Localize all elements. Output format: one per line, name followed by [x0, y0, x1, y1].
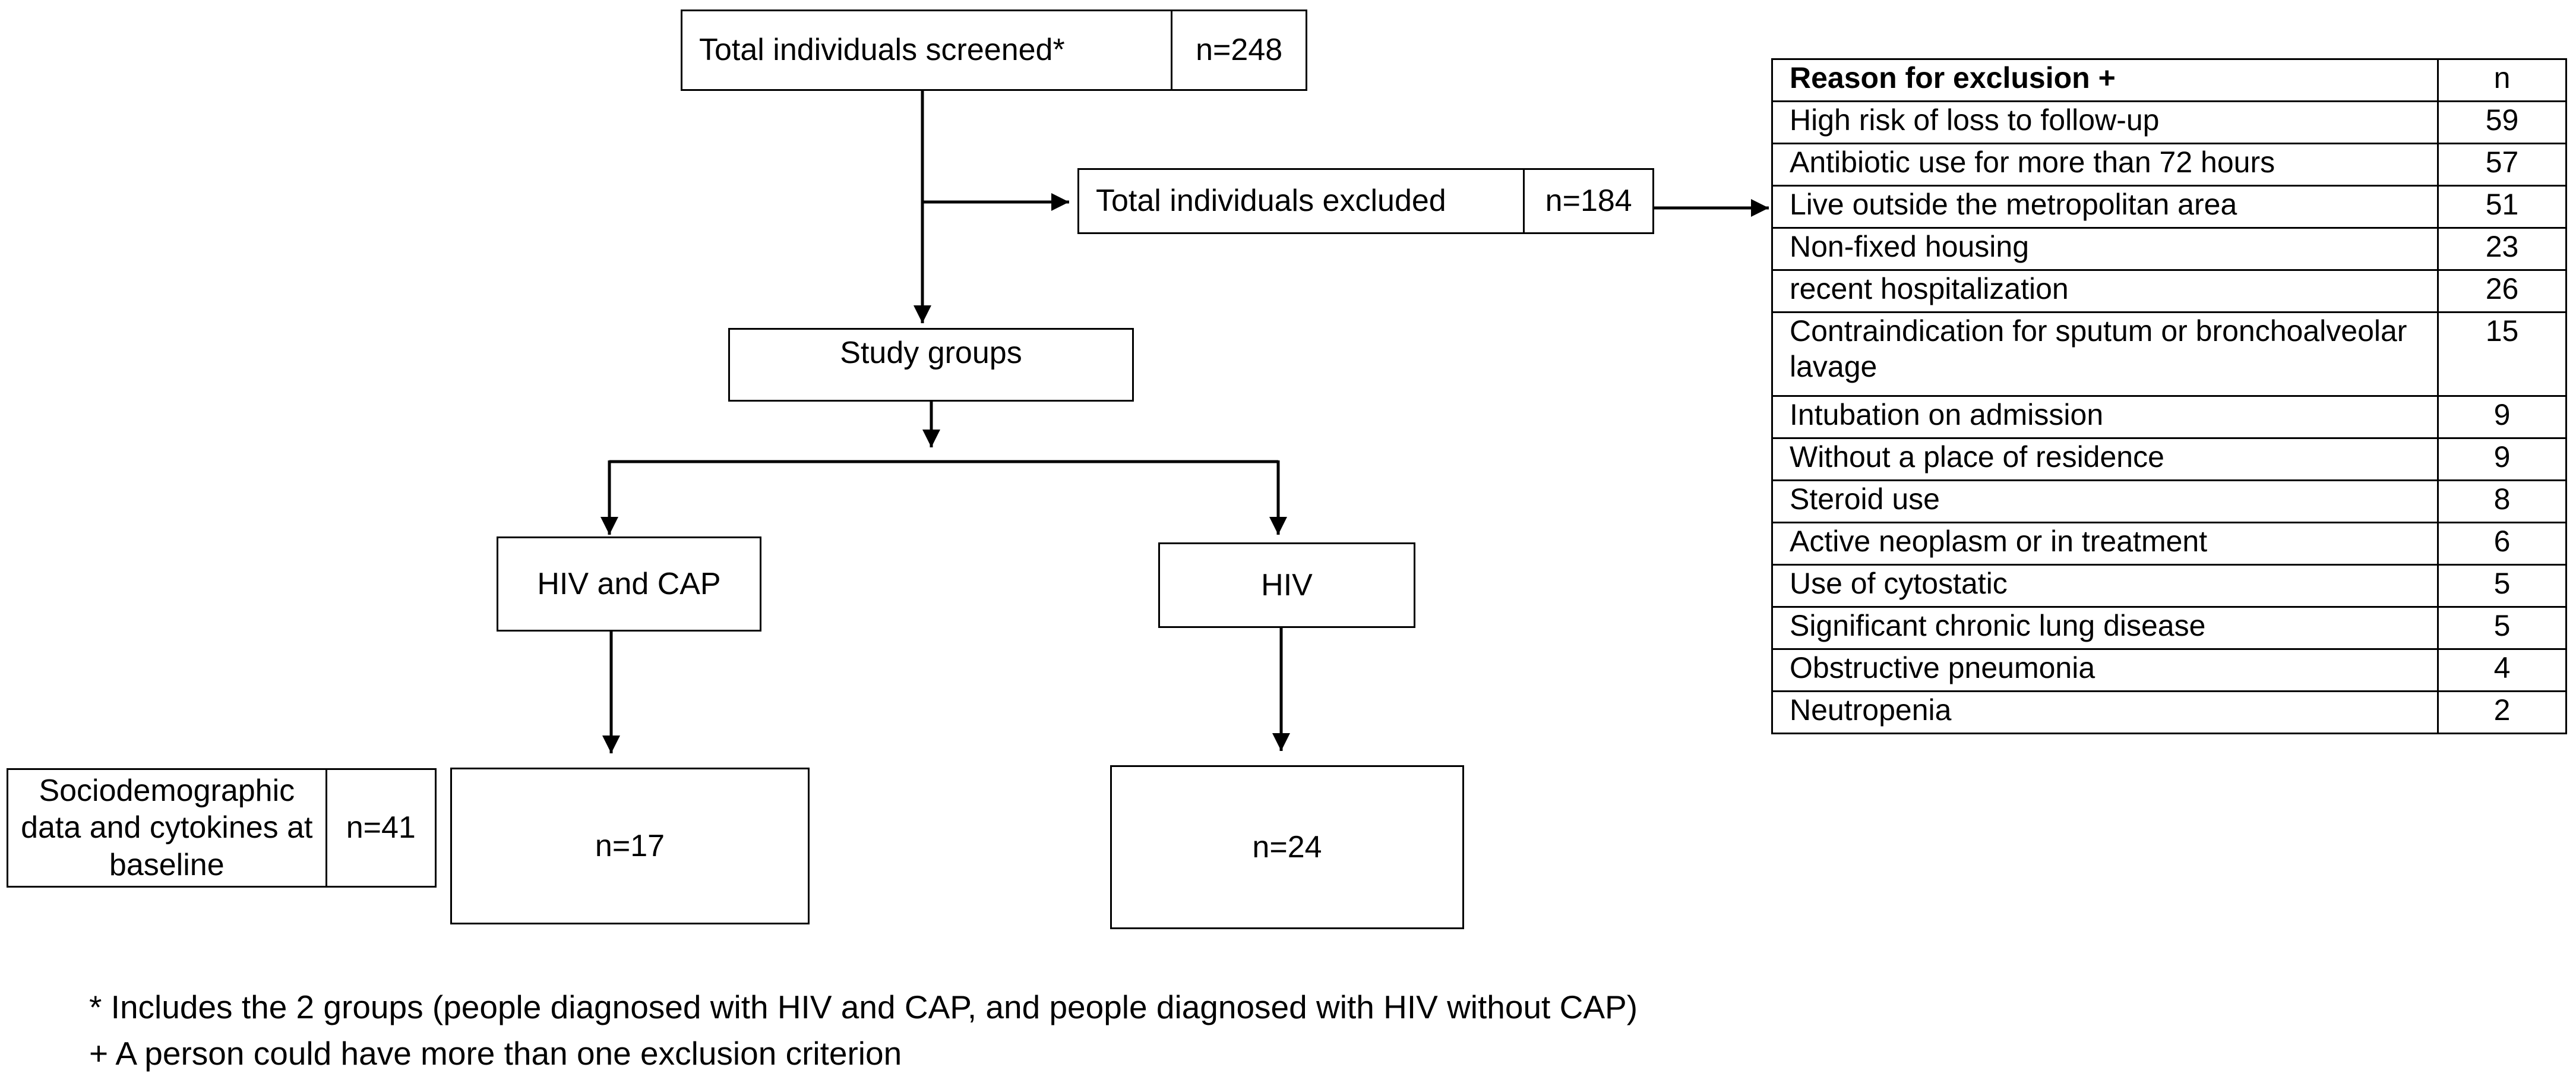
excluded-box: Total individuals excluded n=184: [1077, 168, 1654, 234]
excluded-label: Total individuals excluded: [1096, 184, 1446, 219]
screened-count: n=248: [1171, 11, 1306, 89]
exclusion-count: 9: [2437, 395, 2567, 439]
footnote-plus: + A person could have more than one excl…: [89, 1035, 902, 1072]
count-box-hiv-and-cap: n=17: [450, 768, 810, 924]
count-box-hiv: n=24: [1110, 765, 1464, 929]
exclusion-count: 59: [2437, 100, 2567, 144]
exclusion-count: 51: [2437, 185, 2567, 229]
study-groups-label: Study groups: [840, 336, 1022, 370]
excluded-count: n=184: [1523, 170, 1652, 232]
exclusion-count: 23: [2437, 227, 2567, 271]
exclusion-count: 5: [2437, 564, 2567, 608]
count-hiv: n=24: [1252, 829, 1322, 864]
exclusion-reason: Obstructive pneumonia: [1771, 648, 2439, 692]
exclusion-reason: Active neoplasm or in treatment: [1771, 522, 2439, 566]
footnote-asterisk: * Includes the 2 groups (people diagnose…: [89, 989, 1638, 1025]
exclusion-reason: High risk of loss to follow-up: [1771, 100, 2439, 144]
exclusion-reason: Significant chronic lung disease: [1771, 606, 2439, 650]
exclusion-count: 9: [2437, 437, 2567, 481]
exclusion-reason: Non-fixed housing: [1771, 227, 2439, 271]
table-row: Contraindication for sputum or bronchoal…: [1771, 311, 2567, 397]
baseline-label: Sociodemographic data and cytokines at b…: [21, 773, 313, 882]
exclusion-count: 5: [2437, 606, 2567, 650]
exclusion-reason: Contraindication for sputum or bronchoal…: [1771, 311, 2439, 397]
screened-label: Total individuals screened*: [699, 33, 1065, 68]
exclusion-count: 2: [2437, 690, 2567, 734]
group-box-hiv-and-cap: HIV and CAP: [497, 536, 761, 632]
exclusion-count: 26: [2437, 269, 2567, 313]
exclusion-reason: Without a place of residence: [1771, 437, 2439, 481]
exclusion-count: 4: [2437, 648, 2567, 692]
table-header-n: n: [2437, 58, 2567, 102]
table-header-reason: Reason for exclusion +: [1771, 58, 2439, 102]
exclusion-count: 15: [2437, 311, 2567, 397]
group-label-hiv: HIV: [1261, 567, 1313, 602]
baseline-box: Sociodemographic data and cytokines at b…: [7, 768, 437, 888]
group-box-hiv: HIV: [1158, 542, 1415, 628]
exclusion-reason: Live outside the metropolitan area: [1771, 185, 2439, 229]
exclusion-count: 8: [2437, 479, 2567, 523]
exclusion-reason: Intubation on admission: [1771, 395, 2439, 439]
exclusion-reason: recent hospitalization: [1771, 269, 2439, 313]
table-header-row: Reason for exclusion + n: [1771, 58, 2567, 102]
exclusion-count: 57: [2437, 143, 2567, 187]
exclusion-reasons-table: Reason for exclusion + n High risk of lo…: [1771, 58, 2567, 734]
group-label-hiv-and-cap: HIV and CAP: [537, 566, 721, 601]
screened-box: Total individuals screened* n=248: [681, 10, 1307, 91]
exclusion-count: 6: [2437, 522, 2567, 566]
baseline-count: n=41: [325, 770, 435, 886]
exclusion-reason: Neutropenia: [1771, 690, 2439, 734]
study-groups-box: Study groups: [728, 328, 1134, 402]
exclusion-reason: Use of cytostatic: [1771, 564, 2439, 608]
count-hiv-and-cap: n=17: [595, 828, 665, 863]
exclusion-reason: Steroid use: [1771, 479, 2439, 523]
exclusion-reason: Antibiotic use for more than 72 hours: [1771, 143, 2439, 187]
